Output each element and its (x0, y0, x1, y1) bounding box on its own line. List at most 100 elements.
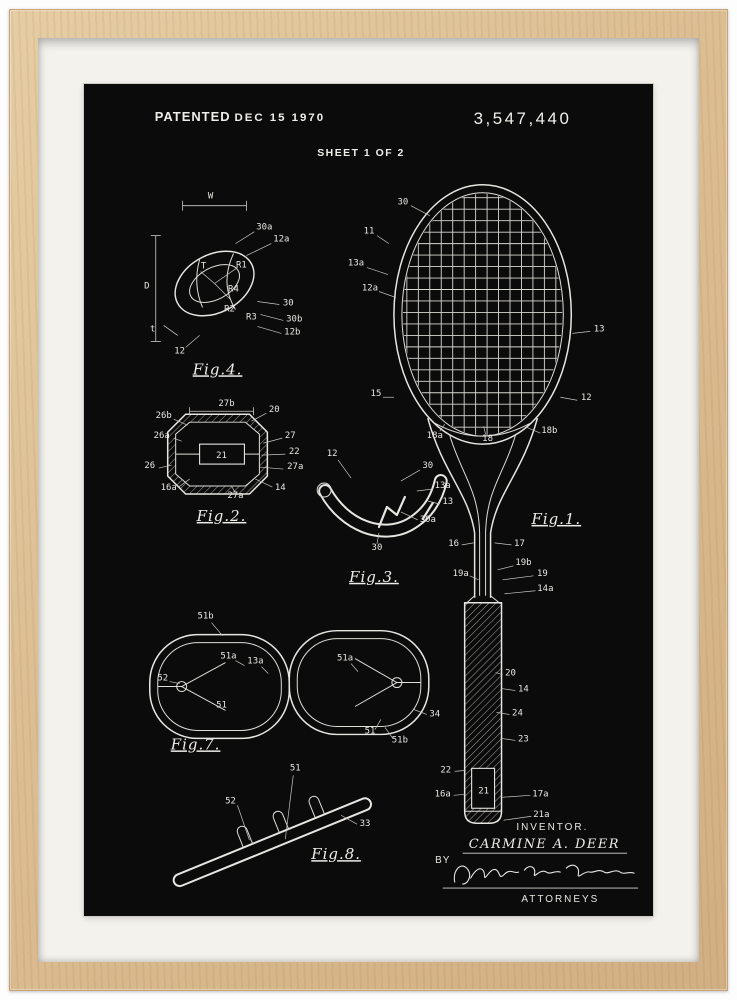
fig4-ref-12: 12 (174, 346, 185, 356)
attorneys-signature (453, 864, 635, 885)
fig7-drawing (149, 629, 430, 740)
fig1-drawing (393, 184, 573, 824)
fig7-caption: Fig.7. (170, 735, 221, 753)
fig1-ref-17: 17 (514, 539, 525, 549)
fig2-leader-14 (255, 478, 273, 488)
fig1-ref-23: 23 (518, 734, 529, 744)
fig1-ref-18b: 18b (541, 426, 557, 436)
fig1-ref-14: 14 (518, 685, 529, 695)
fig7-leader-52 (169, 681, 180, 684)
fig1-leader-20 (495, 672, 503, 675)
fig4-ref-12a: 12a (273, 235, 289, 245)
fig1-ref-14a: 14a (537, 584, 553, 594)
fig2-leader-20 (251, 412, 267, 422)
fig1-leader-17 (494, 542, 512, 546)
fig7-ref-51a: 51a (337, 654, 353, 664)
wood-frame: PATENTED DEC 15 1970 3,547,440 SHEET 1 O… (9, 9, 728, 991)
patented-label: PATENTED (155, 109, 231, 124)
fig4-ref-t: t (150, 324, 155, 334)
fig1-ref-16: 16 (448, 539, 459, 549)
fig1-ref-16a: 16a (435, 789, 451, 799)
fig8-ref-52: 52 (225, 796, 236, 806)
fig1-ref-17a: 17a (532, 789, 548, 799)
fig3-ref-12: 12 (327, 449, 338, 459)
fig1-ref-21: 21 (478, 786, 489, 796)
fig4-drawing (150, 200, 255, 342)
fig4-leader-12b (257, 326, 282, 334)
fig1-leader-30 (410, 205, 430, 216)
racket-strings (402, 193, 563, 436)
fig4-ref-R2: R2 (224, 304, 235, 314)
fig4-ref-12b: 12b (284, 327, 300, 337)
mat-board: PATENTED DEC 15 1970 3,547,440 SHEET 1 O… (38, 38, 699, 962)
fig1-ref-13: 13 (594, 324, 605, 334)
fig2-leader-26 (158, 464, 172, 469)
fig3-caption: Fig.3. (348, 568, 399, 586)
reference-leader-lines (158, 205, 591, 841)
fig4-ref-D: D (144, 282, 149, 292)
fig8-leader-51 (284, 775, 294, 840)
fig1-leader-24 (496, 712, 510, 715)
fig3-drawing (316, 474, 448, 538)
fig3-ref-30: 30 (422, 461, 433, 471)
fig2-leader-27a (231, 485, 236, 494)
fig2-ref-26: 26 (144, 461, 155, 471)
fig1-ref-22: 22 (440, 765, 451, 775)
fig3-ref-30a: 30a (420, 515, 436, 525)
fig1-ref-21a: 21a (533, 810, 549, 820)
fig7-ref-34: 34 (429, 709, 440, 719)
fig1-ref-24: 24 (512, 708, 523, 718)
fig8-drawing (172, 795, 372, 888)
fig7-ref-51b: 51b (197, 612, 213, 622)
patent-date: DEC 15 1970 (234, 112, 325, 124)
fig4-ref-W: W (208, 192, 214, 202)
fig3-leader-30 (376, 532, 380, 544)
patent-number: 3,547,440 (474, 109, 572, 128)
fig4-leader-12 (185, 335, 200, 348)
fig2-ref-27a: 27a (227, 491, 243, 501)
fig4-leader-30b (260, 314, 284, 321)
fig4-ref-R3: R3 (246, 312, 257, 322)
fig3-ref-13a: 13a (435, 481, 451, 491)
fig1-leader-13a (366, 267, 389, 275)
fig7-leader-51b (384, 727, 394, 739)
fig2-leader-27 (263, 437, 283, 444)
fig2-drawing (166, 407, 269, 495)
fig3-leader-30 (400, 469, 420, 482)
fig4-leader-30 (257, 301, 280, 305)
fig2-ref-27b: 27b (218, 399, 234, 409)
fig7-leader-51b (211, 622, 223, 636)
fig8-leader-52 (237, 805, 250, 841)
patent-drawing: PATENTED DEC 15 1970 3,547,440 SHEET 1 O… (144, 109, 639, 905)
fig8-leader-33 (340, 814, 358, 825)
fig3-leader-13a (416, 488, 433, 492)
fig1-leader-23 (501, 738, 516, 741)
fig3-leader-13 (427, 500, 440, 505)
fig2-ref-20: 20 (269, 405, 280, 415)
fig2-ref-26a: 26a (154, 431, 170, 441)
fig1-caption: Fig.1. (531, 510, 582, 528)
fig7-ref-52: 52 (157, 674, 168, 684)
fig2-leader-27a (259, 466, 284, 470)
fig1-leader-14a (504, 590, 536, 595)
fig1-leader-14 (501, 688, 516, 691)
fig3-ref-30: 30 (372, 543, 383, 553)
fig2-leader-16a (178, 478, 190, 488)
fig3-leader-30a (400, 511, 418, 521)
fig1-leader-12a (378, 291, 397, 298)
inventor-name: CARMINE A. DEER (469, 837, 620, 852)
fig7-leader-51 (374, 719, 382, 730)
fig2-leader-26b (173, 418, 188, 426)
poster-footer: INVENTOR. CARMINE A. DEER BY ATTORNEYS (435, 822, 639, 905)
fig4-ref-T: T (201, 262, 207, 272)
fig1-leader-17a (502, 794, 531, 798)
fig7-ref-51b: 51b (392, 735, 408, 745)
fig4-caption: Fig.4. (192, 360, 243, 378)
by-label: BY (435, 855, 450, 866)
fig1-ref-13a: 13a (348, 259, 364, 269)
fig4-ref-30b: 30b (286, 314, 302, 324)
fig7-leader-13a (261, 666, 269, 674)
fig1-ref-18a: 18a (427, 431, 443, 441)
